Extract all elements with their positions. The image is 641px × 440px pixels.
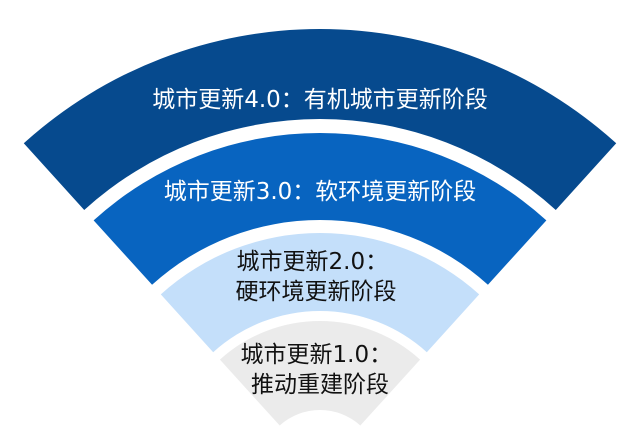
band-stage-4-line1: 城市更新4.0：有机城市更新阶段 [152,87,488,113]
band-stage-1-line1: 城市更新1.0： [241,342,393,368]
band-stage-3-shape [93,133,547,285]
band-stage-3-label: 城市更新3.0：软环境更新阶段 [164,179,477,205]
band-stage-2: 城市更新2.0： 硬环境更新阶段 [160,233,480,353]
band-stage-3: 城市更新3.0：软环境更新阶段 [93,133,547,285]
band-stage-1: 城市更新1.0： 推动重建阶段 [219,320,421,426]
band-stage-4-shape [23,28,617,210]
band-stage-3-line1: 城市更新3.0：软环境更新阶段 [164,179,477,205]
band-stage-4: 城市更新4.0：有机城市更新阶段 [23,28,617,210]
band-stage-2-label: 城市更新2.0： 硬环境更新阶段 [236,249,397,305]
band-stage-1-label: 城市更新1.0： 推动重建阶段 [241,342,400,398]
band-stage-2-line2: 硬环境更新阶段 [236,279,397,305]
band-stage-4-label: 城市更新4.0：有机城市更新阶段 [152,87,488,113]
band-stage-1-line2: 推动重建阶段 [251,372,389,398]
band-stage-2-shape [160,233,480,353]
band-stage-2-line1: 城市更新2.0： [237,249,389,275]
band-stage-1-shape [219,320,421,426]
